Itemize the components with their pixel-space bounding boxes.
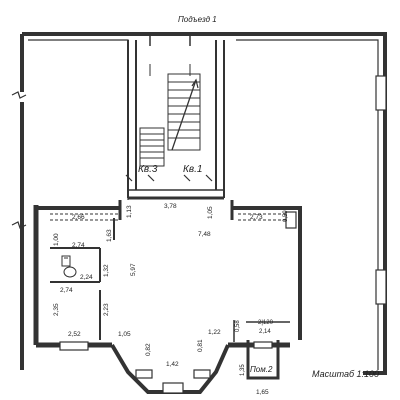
dim-7-48: 7,48 xyxy=(198,231,211,238)
break-marks xyxy=(11,91,27,229)
dim-2-35: 2,35 xyxy=(53,303,60,316)
dim-1-13: 1,13 xyxy=(126,205,133,218)
dim-2-74-b: 2,74 xyxy=(60,287,73,294)
dim-2-120: 2|120 xyxy=(258,320,274,326)
dim-2-74-a: 2,74 xyxy=(72,242,85,249)
dim-1-22: 1,22 xyxy=(208,329,221,336)
dim-1-00: 1,00 xyxy=(53,233,60,246)
sanitary-fixtures xyxy=(61,255,77,278)
dim-1-35: 1,35 xyxy=(240,364,246,376)
building-title: Подъезд 1 xyxy=(178,15,217,24)
dim-0-81: 0,81 xyxy=(197,339,204,352)
dim-2-66: 2,66 xyxy=(72,214,85,221)
dim-1-05-top: 1,05 xyxy=(207,206,214,219)
dim-2-23: 2,23 xyxy=(103,303,110,316)
dim-0-58: 0,58 xyxy=(235,320,241,332)
dim-1-63: 1,63 xyxy=(106,229,113,242)
dim-2-52: 2,52 xyxy=(68,331,81,338)
dim-0-59: 0,59 xyxy=(283,210,289,222)
apartment-3-label: Кв.3 xyxy=(138,164,158,175)
apartment-1-label: Кв.1 xyxy=(183,164,202,175)
dim-2-24: 2,24 xyxy=(80,274,93,281)
dim-2-14: 2,14 xyxy=(259,329,271,335)
windows xyxy=(59,75,387,394)
walls xyxy=(20,32,387,394)
dim-1-05-bottom: 1,05 xyxy=(118,331,131,338)
section-ticks xyxy=(125,174,213,182)
labels: Подъезд 1 Кв.3 Кв.1 Масштаб 1:100 Пом.2 … xyxy=(53,15,379,396)
staircase xyxy=(139,64,201,167)
dim-0-82: 0,82 xyxy=(145,343,152,356)
dim-1-42: 1,42 xyxy=(166,361,179,368)
dim-5-97: 5,97 xyxy=(130,263,137,276)
dim-1-65: 1,65 xyxy=(256,389,269,396)
dim-2-73: 2,73 xyxy=(250,214,263,221)
room-2-label: Пом.2 xyxy=(250,365,273,374)
dim-1-32: 1,32 xyxy=(103,264,110,277)
dim-3-78: 3,78 xyxy=(164,203,177,210)
scale-label: Масштаб 1:100 xyxy=(312,369,379,379)
